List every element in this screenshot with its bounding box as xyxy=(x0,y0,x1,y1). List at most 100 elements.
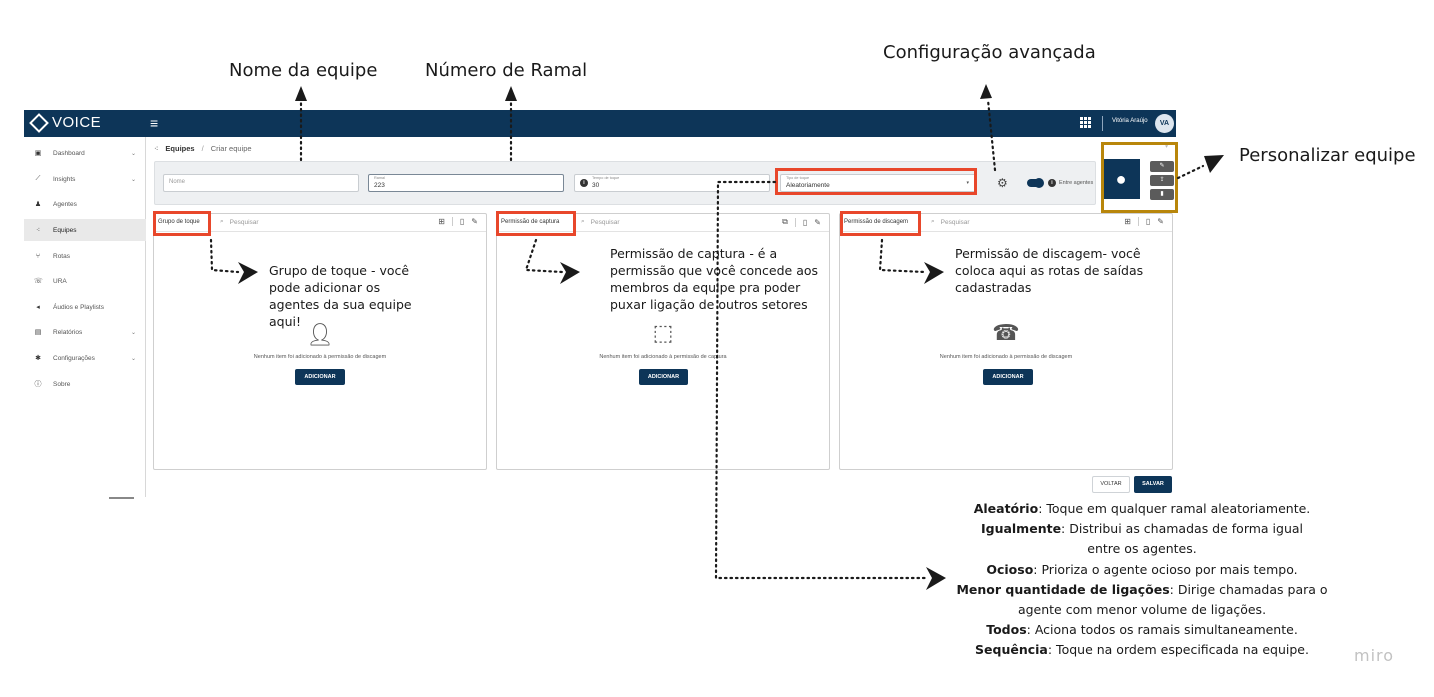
arrowhead-captura xyxy=(560,262,580,284)
chevron-down-icon: ⌄ xyxy=(130,355,136,362)
empty-message: Nenhum item foi adicionado à permissão d… xyxy=(599,354,727,360)
add-button[interactable]: ADICIONAR xyxy=(295,369,345,385)
highlight-personalizar-equipe xyxy=(1101,142,1178,213)
arrowhead-grupo xyxy=(238,262,258,284)
tools-divider xyxy=(451,217,453,226)
edit-photo-button[interactable]: ✎ xyxy=(1150,161,1174,172)
team-name-field[interactable]: Nome xyxy=(163,174,359,192)
add-button[interactable]: ADICIONAR xyxy=(639,369,688,385)
gear-icon[interactable]: ⚙ xyxy=(997,176,1008,190)
entre-agentes-toggle[interactable] xyxy=(1027,178,1044,188)
sidebar-item-insights[interactable]: ⟋Insights⌄ xyxy=(35,175,136,183)
legend-item: Menor quantidade de ligações: Dirige cha… xyxy=(956,581,1328,618)
ramal-field[interactable]: Ramal 223 xyxy=(368,174,564,192)
watermark: miro xyxy=(1354,646,1395,665)
upload-icon: ⇪ xyxy=(1159,177,1165,183)
sidebar-item-equipes[interactable]: ⁖Equipes xyxy=(24,219,146,241)
search-placeholder: Pesquisar xyxy=(229,218,259,226)
back-button[interactable]: VOLTAR xyxy=(1092,476,1130,493)
trash-icon[interactable]: ▯ xyxy=(1145,217,1151,226)
route-icon: ⑂ xyxy=(35,252,41,260)
team-avatar[interactable]: ● xyxy=(1102,159,1140,199)
table-view-icon[interactable]: ⊞ xyxy=(438,217,445,226)
pencil-icon[interactable]: ✎ xyxy=(814,217,821,227)
ramal-label: Ramal xyxy=(374,176,385,180)
permissao-discagem-panel: Permissão de discagem ⌕Pesquisar ⊞ ▯✎ ☎ … xyxy=(839,213,1173,470)
sidebar-item-agentes[interactable]: ♟Agentes xyxy=(34,200,77,209)
tipo-toque-legend: Aleatório: Toque em qualquer ramal aleat… xyxy=(952,499,1332,661)
note-permissao-discagem: Permissão de discagem- você coloca aqui … xyxy=(955,246,1144,295)
add-button[interactable]: ADICIONAR xyxy=(983,369,1033,385)
apps-grid-icon[interactable] xyxy=(1080,117,1091,128)
pencil-icon[interactable]: ✎ xyxy=(1157,217,1164,226)
dashboard-icon: ▣ xyxy=(34,150,42,157)
team-icon: ⁖ xyxy=(35,227,41,234)
sidebar-item-relatorios[interactable]: ▤Relatórios⌄ xyxy=(34,328,136,337)
legend-item: Ocioso: Prioriza o agente ocioso por mai… xyxy=(986,561,1298,577)
arrow-personalizar xyxy=(1176,164,1205,180)
person-icon: ● xyxy=(1115,168,1127,189)
ramal-value: 223 xyxy=(374,182,385,189)
sidebar-item-audios[interactable]: ◂Áudios e Playlists xyxy=(24,296,146,318)
user-edit-icon: 👤︎ xyxy=(306,322,334,347)
trash-icon[interactable]: ▯ xyxy=(802,217,808,227)
search-icon: ⌕ xyxy=(220,218,224,225)
sidebar-item-ura[interactable]: ☏URA xyxy=(34,277,67,286)
panel-title: Permissão de captura xyxy=(501,219,560,225)
tempo-toque-field[interactable]: i Tempo de toque 30 xyxy=(574,174,770,192)
tempo-toque-label: Tempo de toque xyxy=(592,176,620,180)
highlight-permissao-captura xyxy=(496,211,576,236)
arrowheads xyxy=(238,84,1224,590)
lightbulb-icon: ♀ xyxy=(1164,143,1170,150)
grupo-toque-panel: Grupo de toque ⌕Pesquisar ⊞ ▯✎ 👤︎ Nenhum… xyxy=(153,213,487,470)
panel-header: Permissão de captura ⌕Pesquisar ⧉ ▯ ✎ xyxy=(497,214,829,232)
search-input[interactable]: ⌕Pesquisar xyxy=(581,218,620,226)
save-button[interactable]: SALVAR xyxy=(1134,476,1172,493)
tipo-toque-label: Tipo de toque xyxy=(786,176,810,180)
delete-photo-button[interactable]: ▮ xyxy=(1150,189,1174,200)
brand-logo[interactable]: VOICE xyxy=(29,112,102,133)
breadcrumb-separator: / xyxy=(201,144,204,153)
chevron-down-icon: ⌄ xyxy=(130,150,136,157)
sidebar-collapse-handle[interactable] xyxy=(109,497,134,499)
hierarchy-icon[interactable]: ⧉ xyxy=(782,217,788,226)
tipo-toque-select[interactable]: Tipo de toque Aleatoriamente ▾ xyxy=(780,174,976,192)
search-icon: ⌕ xyxy=(931,218,935,225)
avatar[interactable]: VA xyxy=(1155,114,1174,133)
hamburger-icon[interactable]: ≡ xyxy=(150,115,159,131)
arrow-config-avancada xyxy=(986,98,997,172)
arrowhead-nome xyxy=(295,86,307,101)
entre-agentes-label-group: i Entre agentes xyxy=(1048,179,1093,187)
panel-header: Permissão de discagem ⌕Pesquisar ⊞ ▯✎ xyxy=(840,214,1172,232)
ura-icon: ☏ xyxy=(34,278,43,285)
panel-tools: ⧉ ▯ ✎ xyxy=(782,217,821,227)
capture-grid-icon: ⬚ xyxy=(652,320,674,345)
trash-icon: ▮ xyxy=(1160,191,1164,197)
empty-message: Nenhum item foi adicionado à permissão d… xyxy=(939,354,1073,360)
report-icon: ▤ xyxy=(34,329,42,336)
arrowhead-ramal xyxy=(505,86,517,101)
trash-icon[interactable]: ▯ xyxy=(459,217,465,226)
sidebar-item-dashboard[interactable]: ▣Dashboard⌄ xyxy=(34,149,136,158)
sidebar-item-configuracoes[interactable]: ✱Configurações⌄ xyxy=(35,354,136,363)
tempo-toque-value: 30 xyxy=(592,182,600,189)
panel-tools: ⊞ ▯ ✎ xyxy=(438,217,478,226)
user-name[interactable]: Vitória Araújo xyxy=(1112,118,1148,124)
legend-item: Todos: Aciona todos os ramais simultanea… xyxy=(986,622,1298,638)
table-view-icon[interactable]: ⊞ xyxy=(1124,217,1131,226)
team-customize-card: ♀ ● ✎ ⇪ ▮ xyxy=(1102,143,1174,205)
search-input[interactable]: ⌕ Pesquisar xyxy=(220,218,259,226)
brand-name: VOICE xyxy=(52,114,102,131)
breadcrumb-title[interactable]: Equipes xyxy=(165,144,195,153)
upload-photo-button[interactable]: ⇪ xyxy=(1150,175,1174,186)
caret-down-icon: ▾ xyxy=(966,180,969,186)
topbar-divider xyxy=(1102,116,1103,131)
sidebar-item-rotas[interactable]: ⑂Rotas xyxy=(35,252,70,260)
audio-icon: ◂ xyxy=(36,304,40,311)
phone-dialpad-icon: ☎ xyxy=(992,320,1020,345)
pencil-icon[interactable]: ✎ xyxy=(471,217,478,226)
search-input[interactable]: ⌕Pesquisar xyxy=(931,218,970,226)
